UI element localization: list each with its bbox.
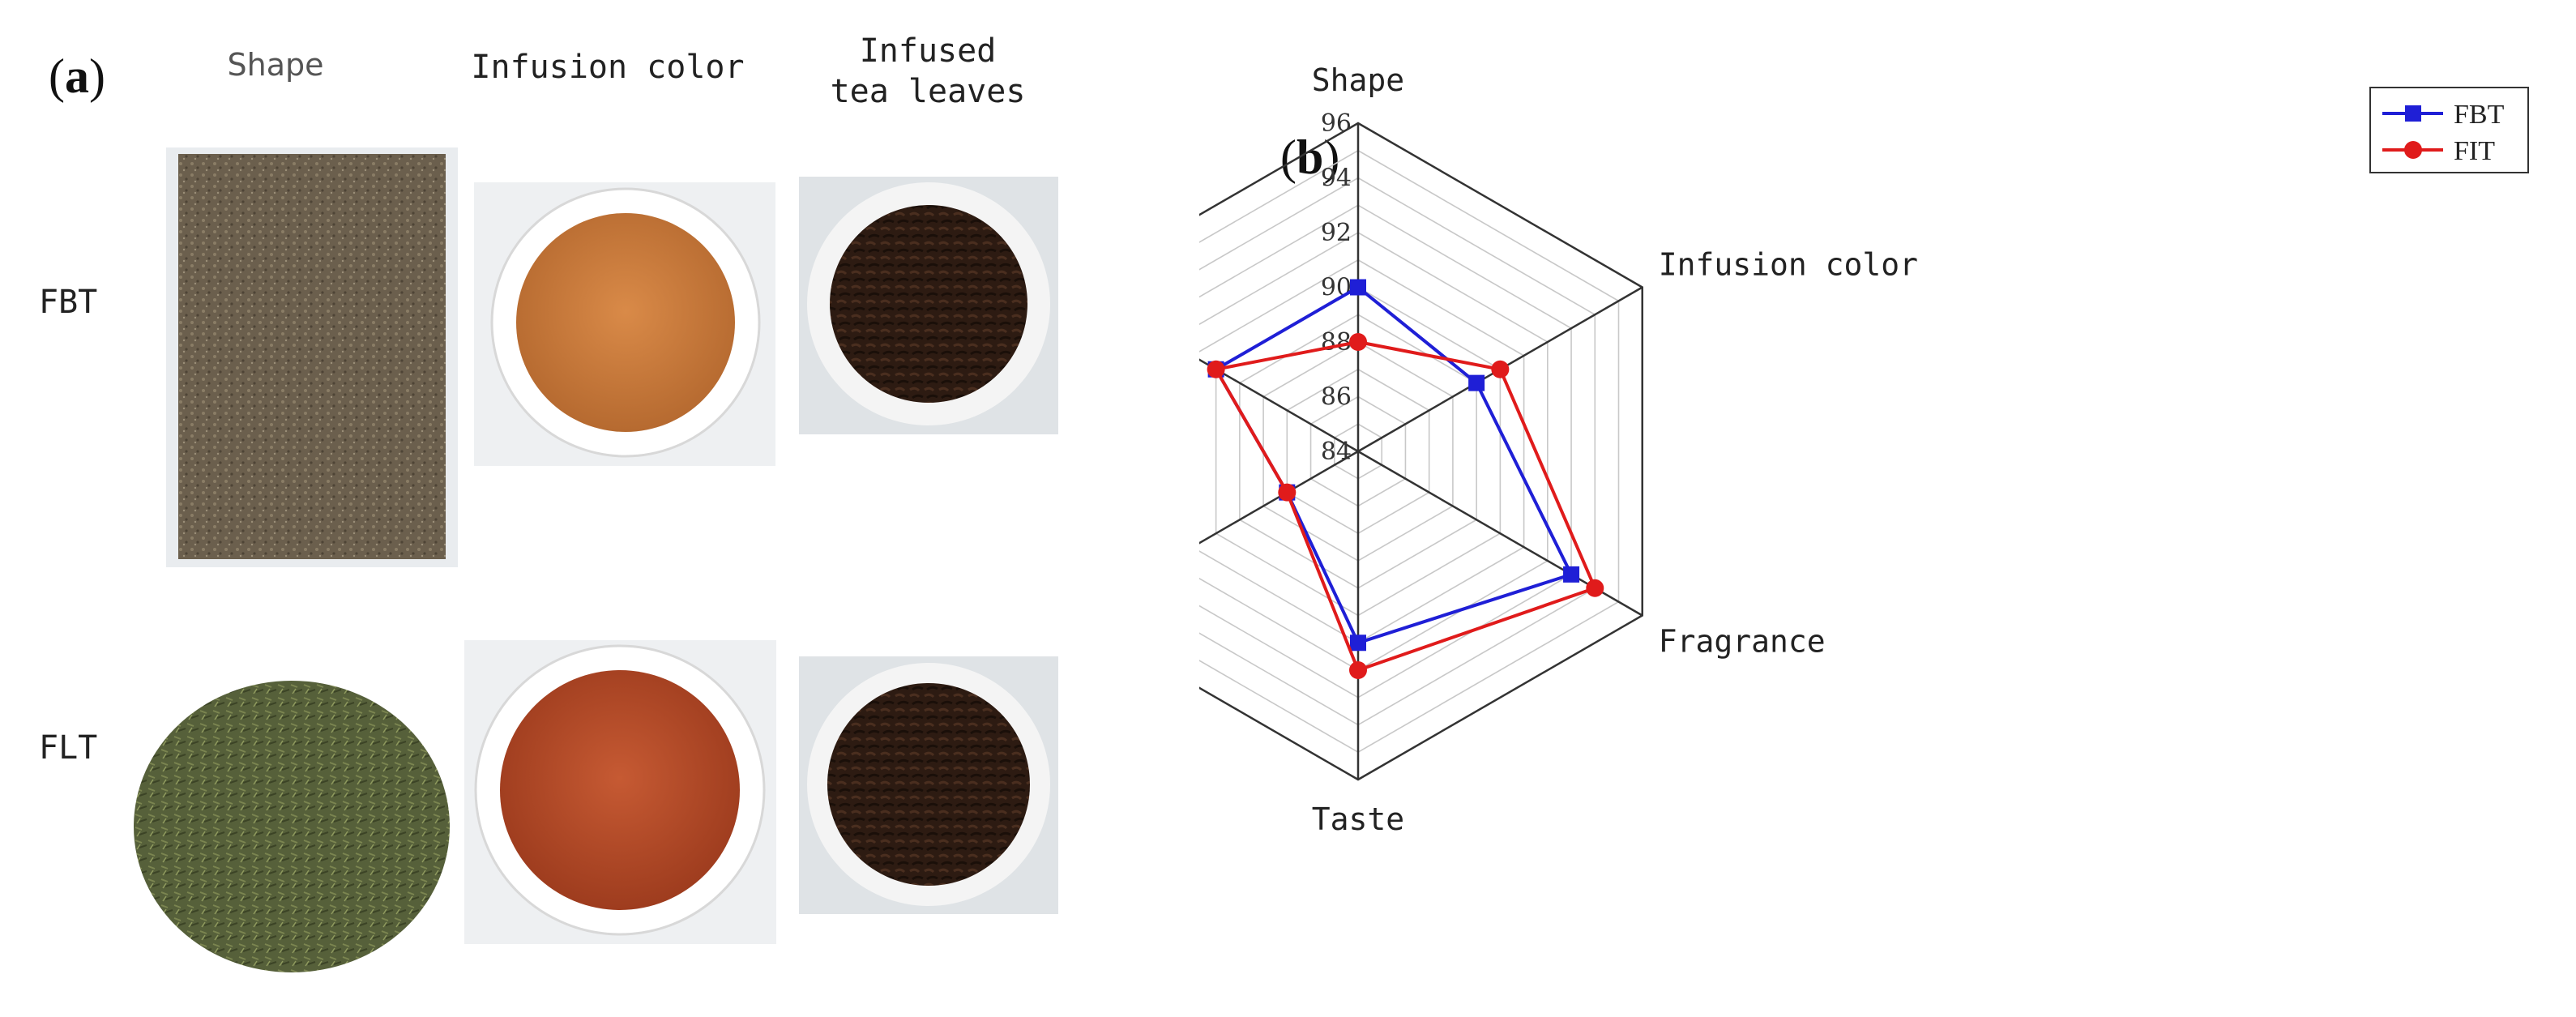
- panel-a-paren-close: ): [88, 49, 105, 103]
- data-point-fbt: [1350, 279, 1366, 296]
- tick-label: 96: [1321, 109, 1352, 138]
- tick-label: 90: [1321, 274, 1352, 302]
- data-point-fit: [1586, 579, 1604, 597]
- tick-label: 84: [1321, 438, 1352, 466]
- axis-label: Shape: [1312, 62, 1404, 98]
- data-point-fbt: [1468, 374, 1485, 391]
- legend-marker-fit: [2404, 141, 2422, 159]
- legend-marker-fbt: [2405, 105, 2421, 122]
- data-point-fit: [1349, 661, 1367, 679]
- grid-ring: [1199, 204, 1572, 699]
- fbt-infused-leaves-image: [799, 177, 1058, 434]
- fbt-shape-image: [166, 147, 458, 567]
- axis-label: Taste: [1312, 801, 1404, 837]
- grid-ring: [1199, 122, 1643, 781]
- radar-axes: [1199, 123, 1643, 780]
- tick-label: 92: [1321, 219, 1352, 247]
- axis-spoke: [1199, 450, 1359, 545]
- data-point-fbt: [1563, 566, 1580, 583]
- flt-infused-leaves-image: [799, 656, 1058, 914]
- header-infused-line1: Infused: [859, 32, 997, 70]
- legend-label-fbt: FBT: [2454, 100, 2505, 130]
- data-point-fit: [1278, 483, 1297, 502]
- data-point-fbt: [1350, 635, 1366, 652]
- header-infusion-color: Infusion color: [471, 49, 745, 86]
- tick-label: 88: [1321, 328, 1352, 357]
- legend-label-fit: FIT: [2454, 136, 2495, 166]
- legend-box: [2369, 87, 2529, 173]
- axis-label: Fragrance: [1659, 624, 1826, 660]
- radar-grid: [1199, 122, 1643, 781]
- flt-infusion-image: [464, 640, 776, 944]
- row-label-fbt: FBT: [39, 284, 98, 321]
- row-label-flt: FLT: [39, 729, 98, 767]
- radar-series: [1207, 279, 1604, 679]
- data-point-fit: [1349, 333, 1367, 351]
- axis-label: Infusion color: [1659, 247, 1918, 283]
- panel-b-paren-open: (: [1280, 130, 1297, 184]
- fbt-infusion-image: [474, 182, 775, 466]
- header-shape: Shape: [227, 47, 324, 83]
- radar-ticks: 84 86 88 90 92 94 96: [1321, 109, 1352, 466]
- series-line-fbt: [1213, 285, 1574, 645]
- data-point-fit: [1491, 360, 1510, 378]
- panel-a-label: (a): [49, 49, 105, 105]
- tick-label: 94: [1321, 165, 1352, 193]
- tea-photo-grid: [134, 147, 1058, 972]
- tick-label: 86: [1321, 383, 1352, 412]
- panel-b-paren-close: ): [1323, 130, 1340, 184]
- flt-shape-image: [134, 681, 450, 972]
- panel-a-letter: a: [64, 49, 89, 103]
- chart-legend: FBT FIT: [2369, 87, 2529, 173]
- data-point-fit: [1207, 360, 1225, 378]
- panel-a-paren-open: (: [49, 49, 65, 103]
- header-infused-line2: tea leaves: [830, 73, 1026, 110]
